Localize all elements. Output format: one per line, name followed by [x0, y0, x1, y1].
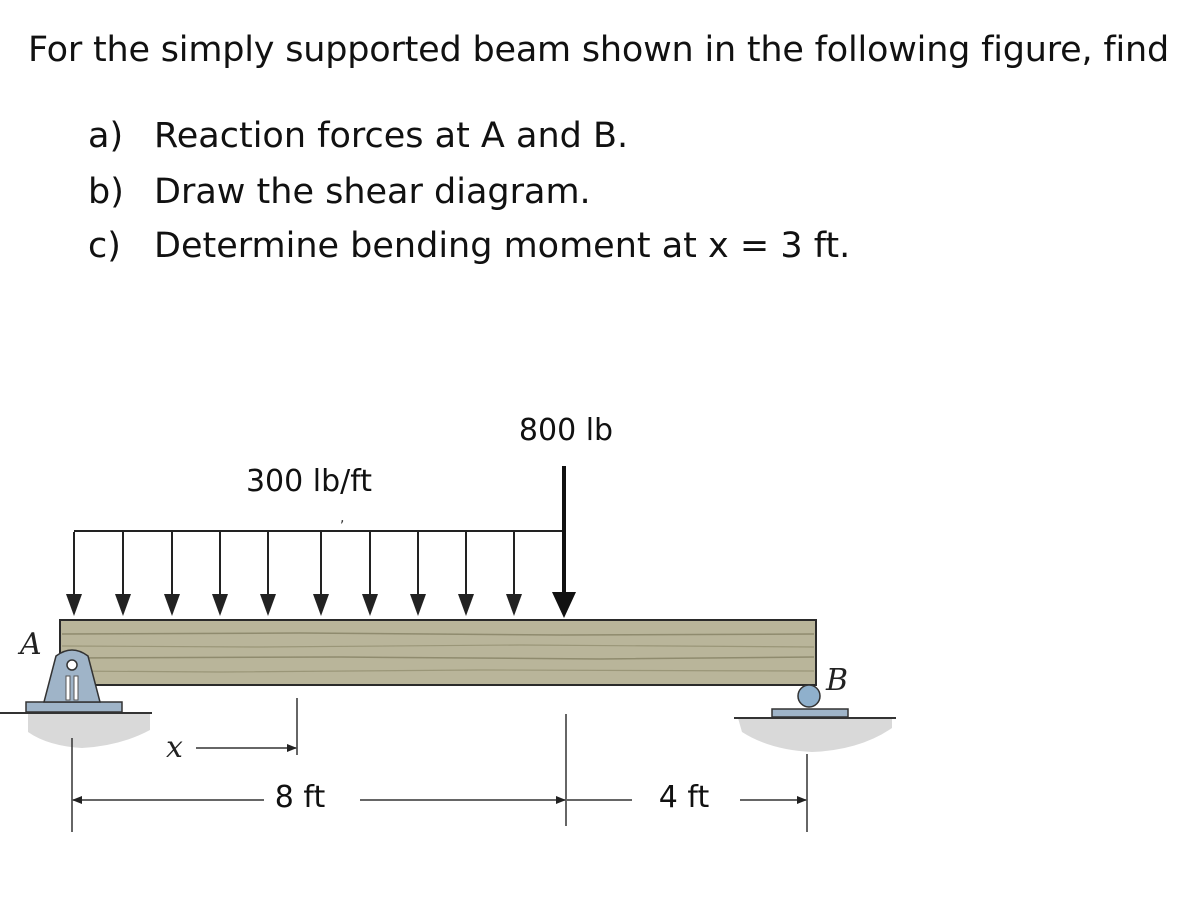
point-load-label: 800 lb [519, 413, 613, 448]
svg-text:,: , [340, 510, 344, 526]
distributed-load-arrow [115, 532, 131, 616]
distributed-load-arrow [458, 532, 474, 616]
task-a: a) Reaction forces at A and B. [88, 116, 628, 156]
distributed-load: , [66, 510, 564, 616]
support-a-label: A [17, 627, 42, 662]
distributed-load-arrow [164, 532, 180, 616]
beam-diagram-svg: , 800 lb 300 lb/ft A B x 8 ft 4 ft [0, 413, 896, 832]
problem-intro: For the simply supported beam shown in t… [28, 30, 1170, 70]
ground-a [0, 712, 152, 748]
task-b: b) Draw the shear diagram. [88, 172, 591, 212]
beam-diagram: , 800 lb 300 lb/ft A B x 8 ft 4 ft [0, 300, 1197, 901]
roller-support-b [771, 684, 849, 718]
ground-b [734, 717, 896, 752]
distributed-load-arrow [362, 532, 378, 616]
pin-support-a [25, 649, 123, 713]
distributed-load-arrow [66, 532, 82, 616]
distributed-load-arrows [66, 532, 522, 616]
task-a-text: Reaction forces at A and B. [154, 116, 629, 156]
distributed-load-arrow [212, 532, 228, 616]
task-a-marker: a) [88, 116, 124, 156]
beam [59, 619, 817, 686]
distributed-load-label: 300 lb/ft [246, 464, 372, 499]
distributed-load-arrow [260, 532, 276, 616]
dimension-lines [71, 698, 808, 832]
task-c-marker: c) [88, 226, 121, 266]
x-label: x [166, 730, 183, 765]
problem-statement: For the simply supported beam shown in t… [0, 0, 1197, 300]
span-left-label: 8 ft [275, 780, 326, 815]
support-b-label: B [825, 663, 848, 698]
distributed-load-arrow [313, 532, 329, 616]
distributed-load-arrow [506, 532, 522, 616]
task-b-marker: b) [88, 172, 124, 212]
task-b-text: Draw the shear diagram. [154, 172, 591, 212]
distributed-load-arrow [410, 532, 426, 616]
task-c: c) Determine bending moment at x = 3 ft. [88, 226, 850, 266]
task-c-text: Determine bending moment at x = 3 ft. [154, 226, 851, 266]
point-load-arrow [552, 466, 576, 618]
span-right-label: 4 ft [659, 780, 710, 815]
